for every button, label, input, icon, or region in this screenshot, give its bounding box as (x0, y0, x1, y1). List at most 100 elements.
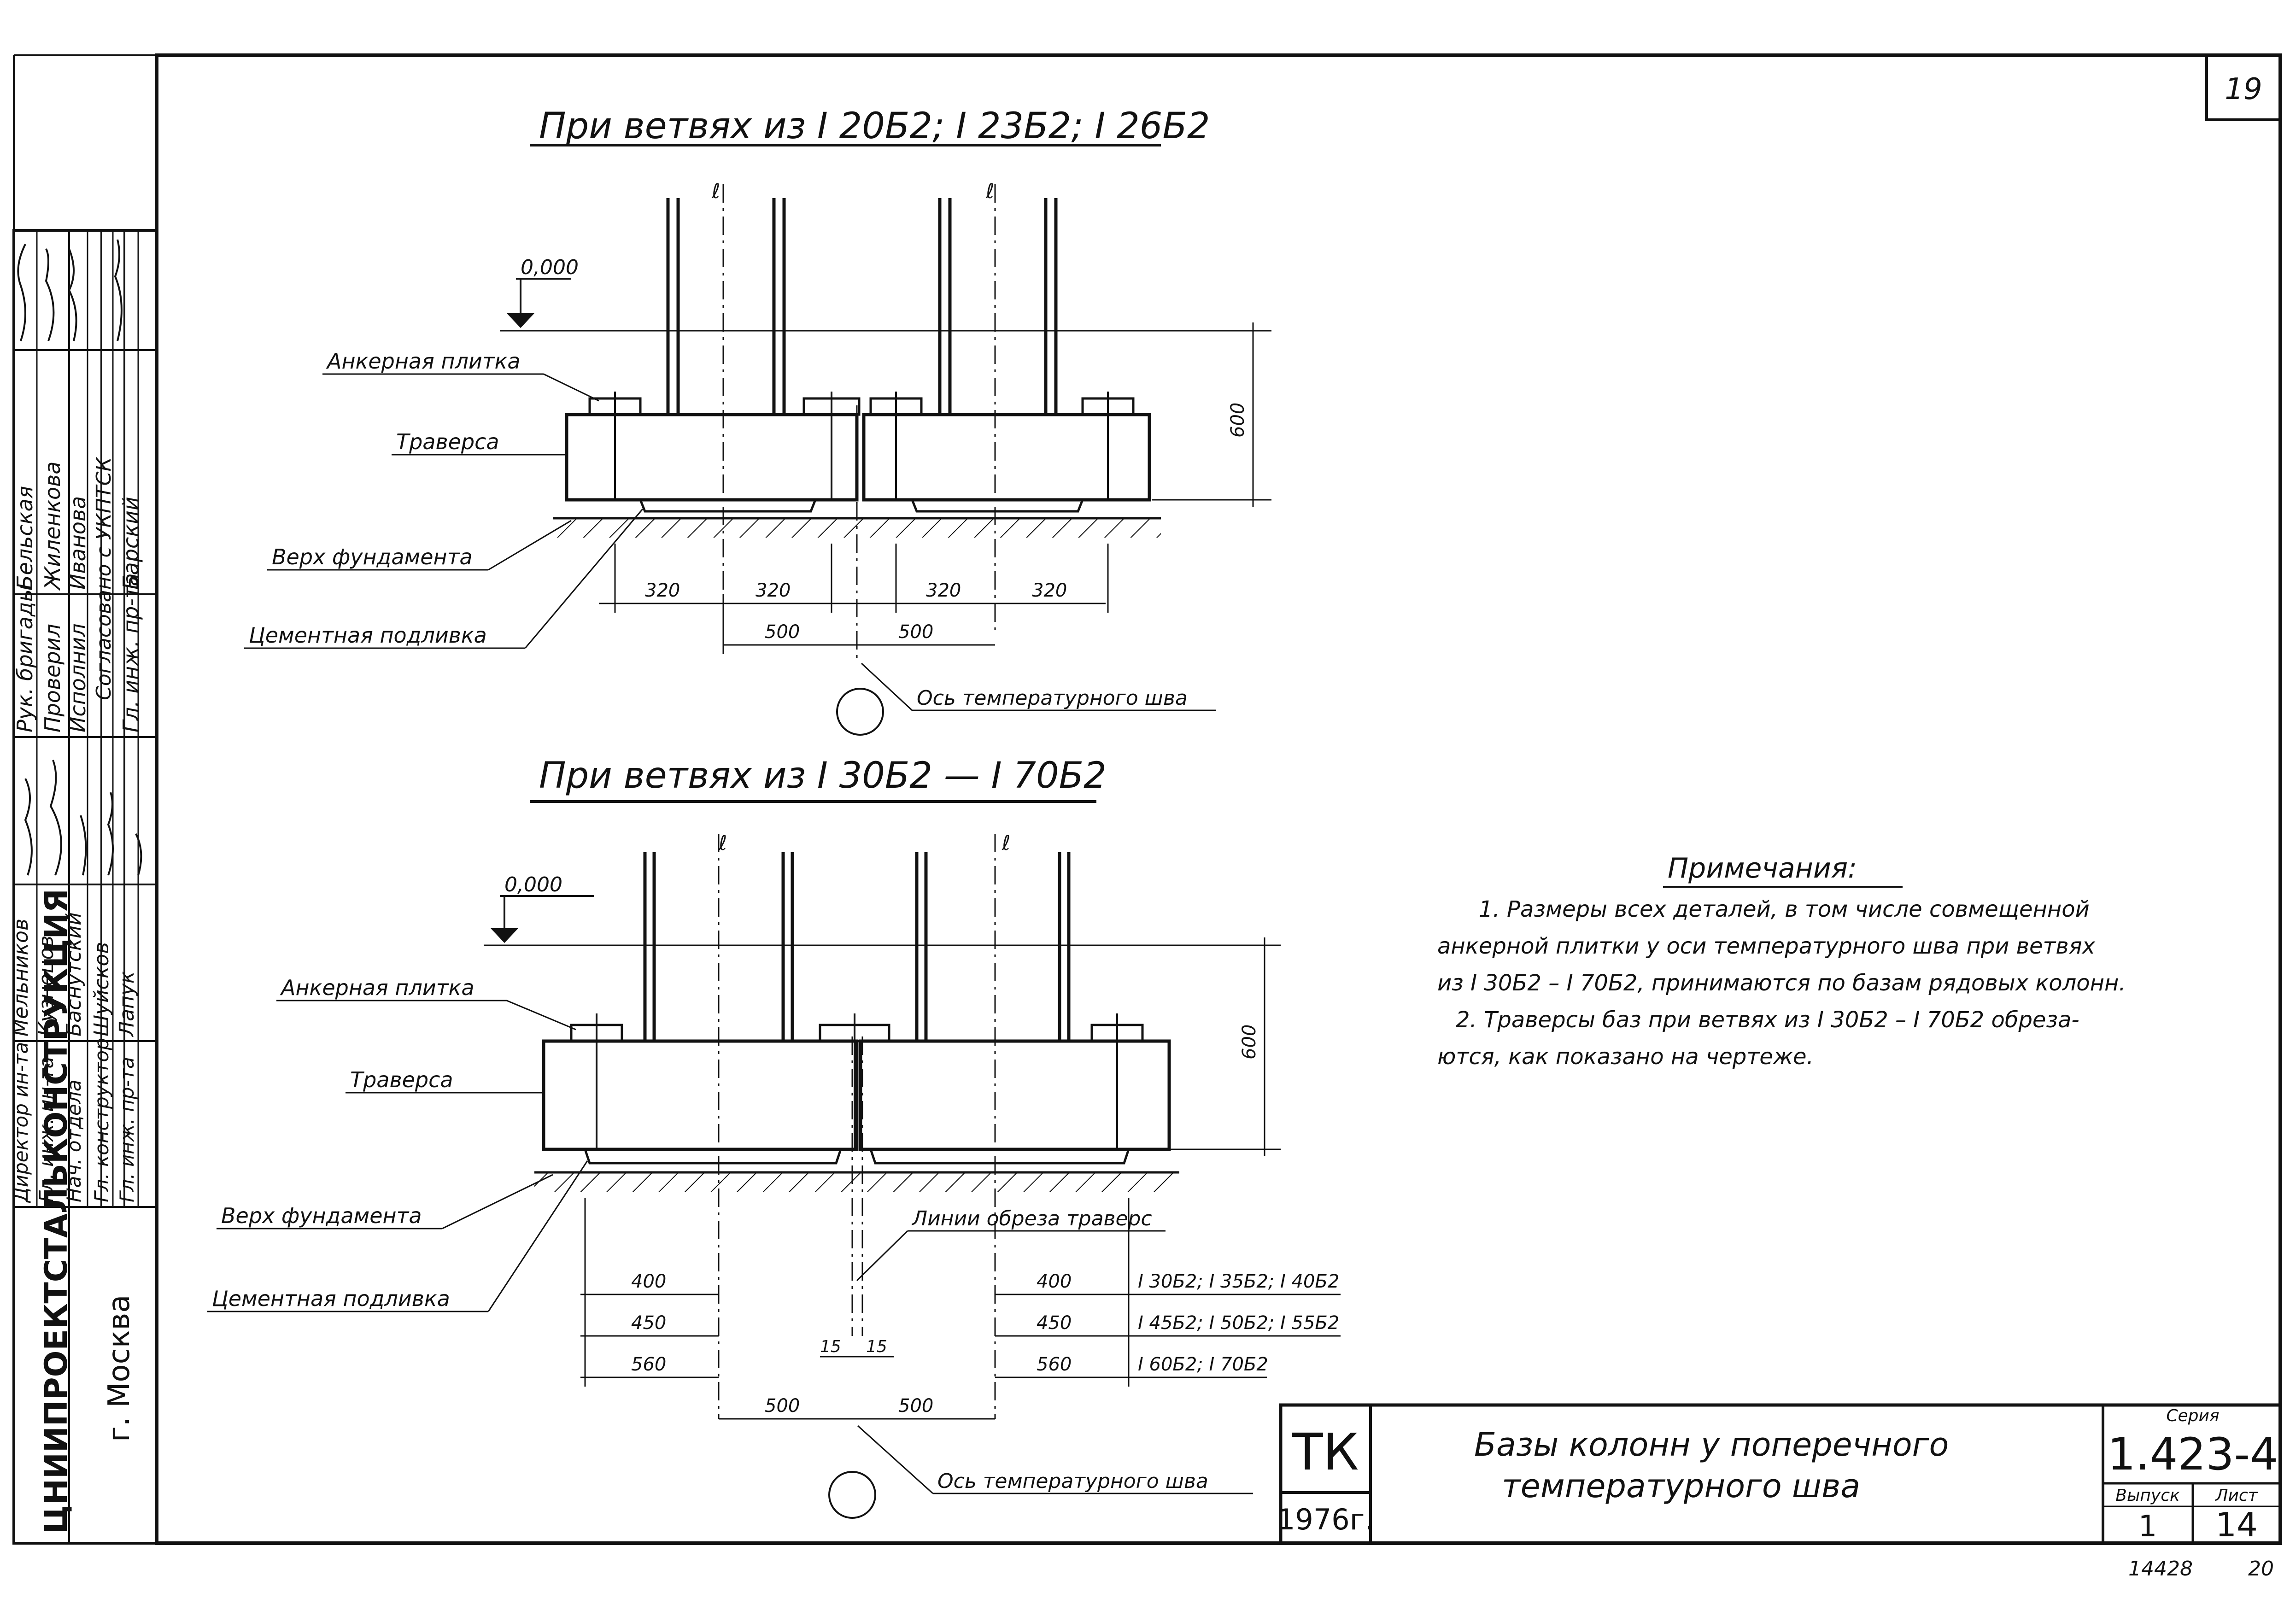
stamp-role-b2: Гл. инж. ин-та (35, 1057, 58, 1202)
view2-label-anchor-plate: Анкерная плитка (280, 975, 474, 1000)
title-series-label: Серия (2166, 1406, 2219, 1425)
view1-cement-grout (639, 499, 1084, 513)
view2-title: При ветвях из I 30Б2 — I 70Б2 (539, 755, 1107, 796)
left-stamp: Рук. бригады Проверил Исполнил Гл. инж. … (9, 229, 158, 1545)
view2-axis-bubble (828, 1471, 876, 1519)
view2-label-cement-grout: Цементная подливка (212, 1286, 450, 1311)
view2-cement-grout (584, 1149, 1130, 1165)
view2-right-dim: 450 (1037, 1312, 1072, 1334)
view2-label-foundation-top: Верх фундамента (221, 1203, 422, 1228)
sheet-number-box (2205, 54, 2282, 121)
view1-axis-mark-2: ℓ (985, 180, 994, 203)
view2-left-dim: 560 (631, 1354, 666, 1375)
view-2: При ветвях из I 30Б2 — I 70Б2 ℓ ℓ 0,000 (207, 755, 1341, 1519)
view1-axis-bubble (836, 688, 884, 736)
title-tk: ТК (1291, 1423, 1359, 1481)
view2-right-dim: 400 (1037, 1271, 1072, 1292)
view2-elevation-triangle (491, 928, 518, 943)
note-line-3: из I 30Б2 – I 70Б2, принимаются по базам… (1437, 970, 2126, 996)
view1-height-dim: 600 (1227, 403, 1248, 438)
view1-label-anchor-plate: Анкерная плитка (326, 349, 521, 374)
footer-code: 14428 (2128, 1557, 2193, 1581)
view2-left-dim: 400 (631, 1271, 666, 1292)
view1-dim-500: 500 (898, 621, 933, 643)
notes-heading: Примечания: (1668, 852, 1857, 884)
view1-axis-mark-1: ℓ (711, 180, 720, 203)
view1-dim-320: 320 (645, 580, 680, 601)
stamp-name-2: Жиленкова (40, 462, 65, 591)
view2-profile-note: I 60Б2; I 70Б2 (1138, 1354, 1268, 1375)
stamp-role-2: Проверил (40, 624, 65, 732)
view2-label-axis: Ось температурного шва (937, 1470, 1208, 1493)
stamp-name-b2: Кузнецов (35, 936, 58, 1036)
note-line-4: 2. Траверсы баз при ветвях из I 30Б2 – I… (1456, 1007, 2079, 1033)
view1-dim-320: 320 (926, 580, 961, 601)
view2-label-cut-lines: Линии обреза траверс (911, 1207, 1152, 1230)
view1-traverse-left (565, 413, 859, 502)
view1-label-foundation-top: Верх фундамента (272, 545, 473, 569)
signature-scribble-2 (24, 760, 142, 876)
view1-dim-320: 320 (756, 580, 791, 601)
view2-axis-mark-1: ℓ (718, 831, 727, 855)
view2-dim-500: 500 (765, 1395, 800, 1417)
stamp-name-1: Бельская (12, 486, 37, 590)
view1-title: При ветвях из I 20Б2; I 23Б2; I 26Б2 (539, 105, 1210, 147)
view1-label-axis: Ось температурного шва (917, 686, 1188, 710)
view1-dim-500: 500 (765, 621, 800, 643)
view2-right-dim: 560 (1037, 1354, 1072, 1375)
view2-gap-dim: 15 (820, 1337, 841, 1356)
title-issue: 1 (2138, 1510, 2157, 1544)
view2-label-traverse: Траверса (350, 1067, 453, 1092)
view2-profile-note: I 30Б2; I 35Б2; I 40Б2 (1138, 1271, 1339, 1292)
view1-elevation: 0,000 (521, 256, 579, 279)
stamp-name-b1: Мельников (9, 919, 33, 1036)
view1-elevation-triangle (507, 313, 534, 328)
signature-scribble (17, 239, 123, 341)
view2-elevation: 0,000 (504, 873, 562, 896)
stamp-name-b5: Лапук (115, 971, 139, 1037)
view1-traverse-right (862, 413, 1151, 502)
view2-column-branches (643, 852, 1071, 1041)
title-sheet: 14 (2215, 1505, 2258, 1544)
title-line-2: температурного шва (1502, 1467, 1860, 1505)
view-1: При ветвях из I 20Б2; I 23Б2; I 26Б2 ℓ ℓ… (244, 105, 1271, 736)
note-line-1: 1. Размеры всех деталей, в том числе сов… (1479, 896, 2090, 922)
view1-label-cement-grout: Цементная подливка (249, 623, 487, 648)
stamp-city: г. Москва (102, 1295, 136, 1442)
stamp-role-b1: Директор ин-та (10, 1042, 32, 1203)
stamp-agreed: Согласовано с УКПТСК (92, 457, 116, 700)
title-line-1: Базы колонн у поперечного (1474, 1426, 1949, 1464)
stamp-name-b4: Шуйсков (90, 942, 113, 1036)
stamp-role-b3: Нач. отдела (63, 1080, 85, 1202)
stamp-role-b5: Гл. инж. пр-та (116, 1057, 138, 1202)
sheet-number: 19 (2225, 72, 2262, 106)
view2-traverse-right (859, 1039, 1171, 1151)
stamp-name-b3: Баснутский (62, 912, 86, 1036)
title-block: ТК 1976г. Базы колонн у поперечного темп… (1277, 1403, 2282, 1545)
title-series: 1.423-4 (2108, 1429, 2278, 1480)
stamp-role-b4: Гл. конструктор (90, 1038, 113, 1202)
title-sheet-label: Лист (2214, 1486, 2258, 1505)
stamp-name-4: Барский (118, 497, 143, 590)
view2-profile-note: I 45Б2; I 50Б2; I 55Б2 (1138, 1312, 1339, 1334)
stamp-role-4: Гл. инж. пр-та (118, 573, 143, 732)
note-line-5: ются, как показано на чертеже. (1437, 1044, 1814, 1070)
view1-column-branches (666, 198, 1058, 415)
view2-axis-mark-2: ℓ (1002, 831, 1010, 855)
view1-dim-320: 320 (1032, 580, 1067, 601)
footer-num: 20 (2248, 1557, 2274, 1581)
view1-label-traverse: Траверса (396, 429, 499, 454)
view2-dim-500: 500 (898, 1395, 933, 1417)
notes: Примечания: 1. Размеры всех деталей, в т… (1437, 852, 2126, 1070)
title-issue-label: Выпуск (2115, 1486, 2180, 1505)
stamp-role-1: Рук. бригады (12, 585, 37, 732)
view2-left-dim: 450 (631, 1312, 666, 1334)
title-year: 1976г. (1277, 1503, 1374, 1536)
stamp-name-3: Иванова (65, 496, 90, 590)
stamp-role-3: Исполнил (65, 623, 90, 732)
note-line-2: анкерной плитки у оси температурного шва… (1437, 933, 2096, 959)
view2-height-dim: 600 (1239, 1025, 1260, 1060)
view2-traverse-left (542, 1039, 859, 1151)
stamp-organization: ЦНИИПРОЕКТСТАЛЬКОНСТРУКЦИЯ (38, 889, 75, 1534)
